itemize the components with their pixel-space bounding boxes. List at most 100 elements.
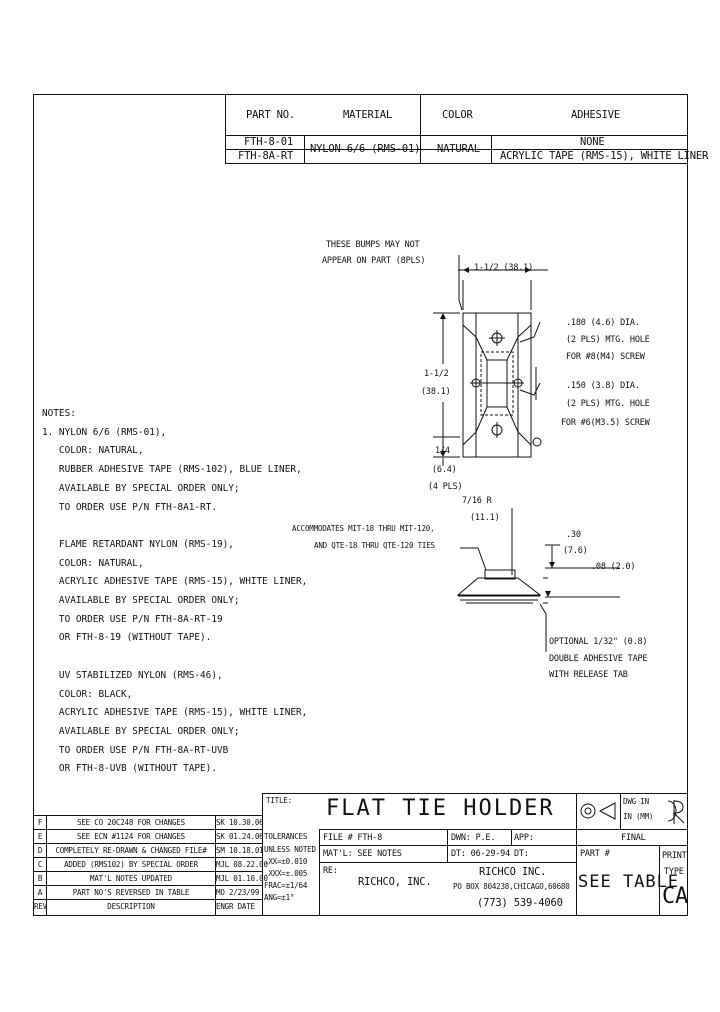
part-number-label: PART # [580,849,610,859]
revision-engineer-date: MO 2/23/99 [216,888,260,897]
revision-letter: E [37,832,43,841]
accommodates-line2: AND QTE-18 THRU QTE-120 TIES [314,541,435,550]
bumps-note-line2: APPEAR ON PART (8PLS) [322,256,426,266]
hole-150-line3: FOR #6(M3.5) SCREW [561,418,650,428]
height-dim-mm: (38.1) [421,387,451,397]
revision-letter: B [37,874,43,883]
bumps-note-line1: THESE BUMPS MAY NOT [326,240,420,250]
material-spec: MAT'L: SEE NOTES [323,849,402,859]
hole-150-line2: (2 PLS) MTG. HOLE [566,399,650,409]
drawn-date: DT: 06-29-94 [451,849,511,859]
quarter-dim-mm: (6.4) [432,465,457,475]
quarter-dim-frac: 1/4 [435,446,450,456]
revision-description: COMPLETELY RE-DRAWN & CHANGED FILE# [55,846,207,855]
revision-row: B MAT'L NOTES UPDATED MJL 01.10.00 [33,871,268,885]
revision-description: SEE CO 20C248 FOR CHANGES [77,818,185,827]
revision-engineer-date: MJL 01.10.00 [216,874,268,883]
tol-line1: TOLERANCES [264,832,308,841]
row2-adhesive: ACRYLIC TAPE (RMS-15), WHITE LINER [500,150,709,162]
accommodates-line1: ACCOMMODATES MIT-18 THRU MIT-120, [292,524,435,533]
revision-letter: REV [34,902,47,911]
company-name: RICHCO, INC. [358,876,432,888]
optional-tape-line3: WITH RELEASE TAB [549,670,628,680]
tol-line6: ANG=±1° [264,893,295,902]
top-view-dimensions [433,255,548,466]
approved-by: APP: [514,833,534,843]
revision-grid [33,815,262,915]
company-address: PO BOX 804238,CHICAGO,60680 [453,882,570,891]
revision-engineer-date: ENGR DATE [216,902,255,911]
quarter-dim-places: (4 PLS) [428,482,463,492]
hole-150-line1: .150 (3.8) DIA. [566,381,640,391]
revision-description: DESCRIPTION [107,902,155,911]
parts-table-grid [225,94,687,164]
notes-block: NOTES: 1. NYLON 6/6 (RMS-01), COLOR: NAT… [42,405,307,779]
revision-description: ADDED (RMS102) BY SPECIAL ORDER [64,860,198,869]
revision-row: E SEE ECN #1124 FOR CHANGES SK 01.24.06 [33,829,264,843]
revision-engineer-date: SK 01.24.06 [216,832,264,841]
company-name-2: RICHCO INC. [479,866,547,878]
optional-tape-line1: OPTIONAL 1/32" (0.8) [549,637,648,647]
revision-row: A PART NO'S REVERSED IN TABLE MO 2/23/99 [33,885,262,899]
tol-line2: UNLESS NOTED [264,845,316,854]
projection-symbol [580,802,616,820]
revision-description: SEE ECN #1124 FOR CHANGES [77,832,185,841]
hole-180-line3: FOR #8(M4) SCREW [566,352,645,362]
revision-engineer-date: SM 10.18.01 [216,846,264,855]
re-label: RE: [323,866,338,876]
revision-row: REV DESCRIPTION ENGR DATE [33,899,262,913]
notes-text: NOTES: 1. NYLON 6/6 (RMS-01), COLOR: NAT… [42,408,308,775]
title-label: TITLE: [266,796,292,805]
drawing-title: FLAT TIE HOLDER [326,796,555,821]
drawn-by: DWN: P.E. [451,833,496,843]
approved-date: DT: [514,849,529,859]
see-table: SEE TABLE [578,872,680,892]
dwg-in-line2: IN (MM) [623,812,654,821]
material-value: NYLON 6/6 (RMS-01) [310,143,421,155]
header-material: MATERIAL [343,109,392,121]
revision-letter: C [37,860,43,869]
header-part-no: PART NO. [246,109,295,121]
revision-description: MAT'L NOTES UPDATED [90,874,172,883]
header-adhesive: ADHESIVE [571,109,620,121]
hole-180-line2: (2 PLS) MTG. HOLE [566,335,650,345]
revision-row: C ADDED (RMS102) BY SPECIAL ORDER MJL 08.2… [33,857,268,871]
optional-tape-line2: DOUBLE ADHESIVE TAPE [549,654,648,664]
color-value: NATURAL [437,143,480,155]
height-30-in: .30 [566,530,581,540]
tol-line3: .XX=±0.010 [264,857,308,866]
title-block-grid [262,793,687,915]
thickness-08: .08 (2.0) [591,562,636,572]
row1-adhesive: NONE [580,136,605,148]
ur-logo [667,800,685,824]
revision-row: D COMPLETELY RE-DRAWN & CHANGED FILE# SM 1… [33,843,264,857]
height-30-mm: (7.6) [563,546,588,556]
sheet-border [33,94,688,916]
revision-engineer-date: MJL 08.22.00 [216,860,268,869]
company-phone: (773) 539-4060 [477,897,563,909]
radius-mm: (11.1) [470,513,500,523]
hole-180-line1: .180 (4.6) DIA. [566,318,640,328]
revision-description: PART NO'S REVERSED IN TABLE [72,888,190,897]
header-color: COLOR [442,109,473,121]
tolerances-block: TOLERANCES UNLESS NOTED .XX=±0.010 .XXX=… [264,832,319,902]
file-number: FILE # FTH-8 [323,833,383,843]
height-dim-frac: 1-1/2 [424,369,449,379]
top-view-drawing [462,312,542,458]
dwg-in-line1: DWG IN [623,797,649,806]
width-dimension: 1-1/2 (38.1) [474,263,534,273]
print-type-value: CA [662,884,689,909]
revision-letter: D [37,846,43,855]
radius-frac: 7/16 R [462,496,492,506]
row1-part-no: FTH-8-01 [244,136,293,148]
tol-line4: .XXX=±.005 [264,869,308,878]
print-type-line1: PRINT [662,851,687,861]
revision-letter: A [37,888,43,897]
row2-part-no: FTH-8A-RT [238,150,294,162]
print-type-line2: TYPE [664,867,684,877]
tol-line5: FRAC=±1/64 [264,881,308,890]
revision-engineer-date: SK 10.30.06 [216,818,264,827]
